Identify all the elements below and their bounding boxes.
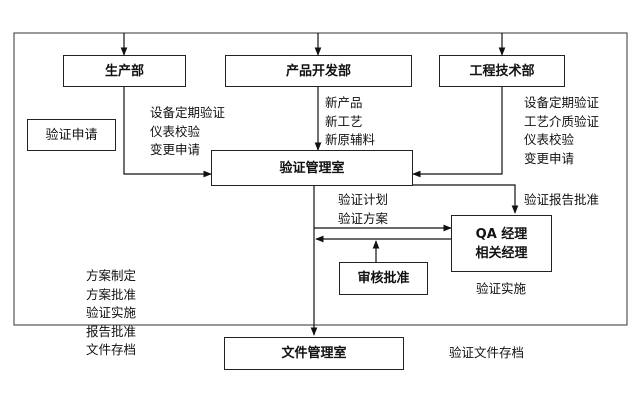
review-approval-label: 审核批准	[357, 271, 410, 286]
product-dev-item: 新产品	[325, 95, 363, 110]
report-approval-label: 验证报告批准	[524, 192, 600, 207]
process-step: 验证实施	[86, 305, 137, 320]
engineering-item: 变更申请	[524, 150, 575, 166]
engineering-items-label: 设备定期验证 工艺介质验证 仪表校验 变更申请	[524, 94, 599, 168]
production-items-label: 设备定期验证 仪表校验 变更申请	[150, 104, 225, 160]
production-dept-label: 生产部	[104, 63, 144, 79]
product-dev-item: 新原辅料	[325, 132, 376, 147]
validation-request-label: 验证申请	[45, 127, 98, 143]
engineering-item: 工艺介质验证	[524, 113, 600, 129]
process-step: 报告批准	[86, 323, 137, 339]
product-dev-dept-label: 产品开发部	[285, 63, 351, 79]
implementation-label: 验证实施	[476, 281, 527, 296]
validation-office-label: 验证管理室	[279, 160, 345, 176]
document-office-box: 文件管理室	[224, 337, 404, 370]
validation-office-box: 验证管理室	[211, 150, 413, 186]
review-approval-box: 审核批准	[339, 262, 428, 295]
production-item: 设备定期验证	[150, 105, 226, 120]
arrow-engineering-to-office	[412, 87, 503, 178]
outer-frame	[13, 32, 628, 326]
engineering-dept-label: 工程技术部	[469, 63, 535, 79]
engineering-item: 设备定期验证	[524, 95, 600, 110]
process-step: 方案批准	[86, 286, 137, 302]
arrow-production-to-office	[123, 87, 212, 178]
production-dept-box: 生产部	[63, 55, 186, 87]
product-dev-items-label: 新产品 新工艺 新原辅料	[325, 94, 375, 150]
qa-manager-label: QA 经理	[475, 226, 528, 242]
document-archive-label: 验证文件存档	[449, 345, 525, 360]
product-dev-dept-box: 产品开发部	[225, 55, 412, 87]
process-step: 方案制定	[86, 268, 137, 283]
related-manager-label: 相关经理	[475, 245, 528, 261]
document-office-label: 文件管理室	[281, 346, 347, 361]
process-step: 文件存档	[86, 342, 137, 357]
production-item: 变更申请	[150, 142, 201, 157]
arrow-office-to-qa	[413, 184, 519, 214]
engineering-dept-box: 工程技术部	[439, 55, 565, 87]
process-steps-label: 方案制定 方案批准 验证实施 报告批准 文件存档	[86, 267, 136, 360]
qa-manager-box: QA 经理 相关经理	[451, 215, 552, 272]
production-item: 仪表校验	[150, 123, 201, 139]
validation-request-box: 验证申请	[27, 119, 116, 151]
product-dev-item: 新工艺	[325, 113, 363, 129]
plan-item: 验证计划	[338, 192, 389, 207]
plan-items-label: 验证计划 验证方案	[338, 191, 388, 228]
engineering-item: 仪表校验	[524, 132, 575, 147]
plan-item: 验证方案	[338, 210, 389, 226]
